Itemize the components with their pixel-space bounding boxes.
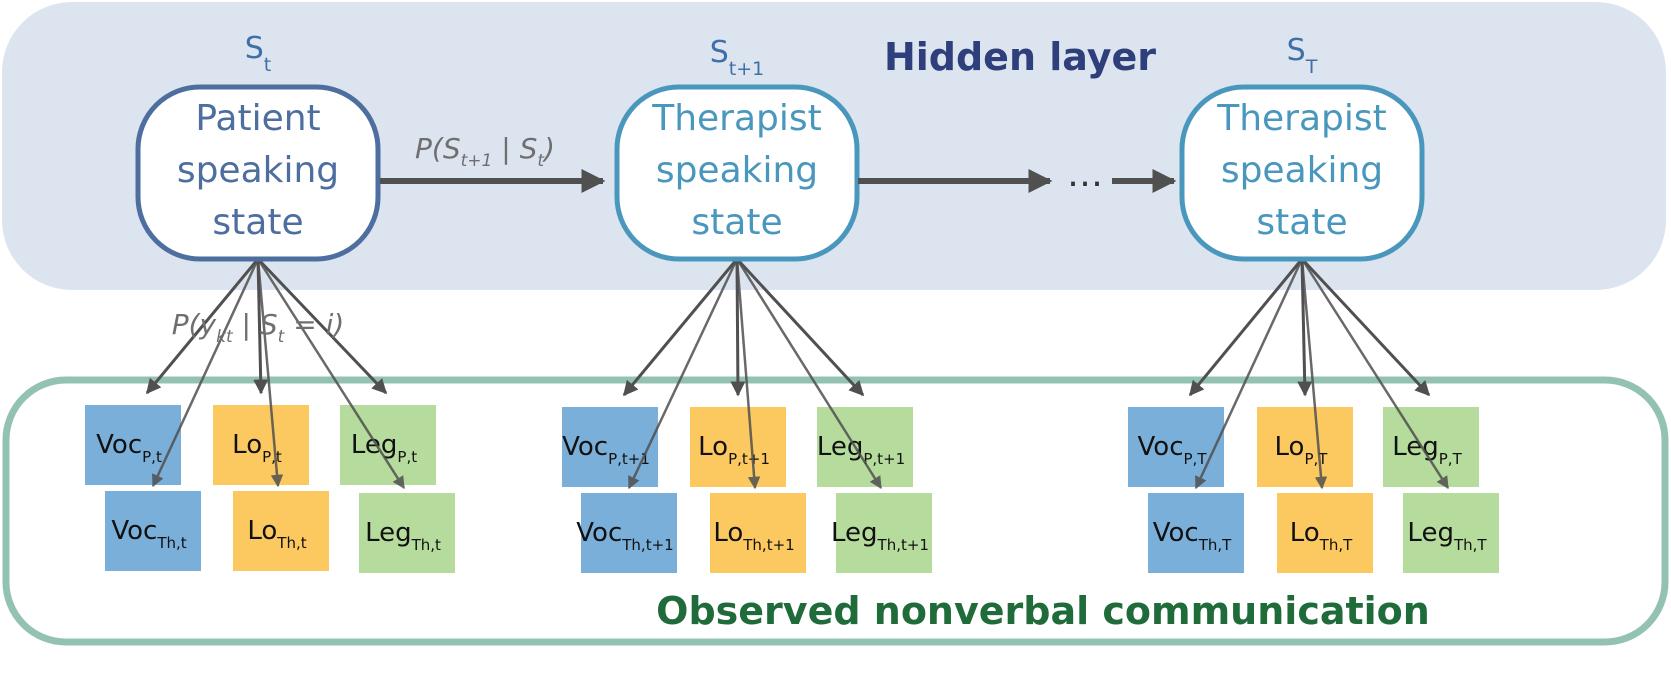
observed-layer-title: Observed nonverbal communication bbox=[656, 589, 1430, 633]
observation-label-0-2: LegP,t bbox=[351, 430, 417, 466]
emission-arrow-row2-1-2 bbox=[735, 258, 883, 490]
observation-label-1-2: LegP,t+1 bbox=[817, 432, 905, 468]
observation-box-voc-1-0 bbox=[562, 407, 658, 487]
emission-arrow-overlay bbox=[151, 258, 1450, 490]
emission-arrow-row2-2-2 bbox=[1300, 258, 1450, 490]
observation-label-0-1: LoP,t bbox=[232, 430, 282, 466]
observation-box-lo-0-1 bbox=[213, 405, 309, 485]
state-text-line-0-0: Patient bbox=[195, 98, 320, 139]
state-text-line-0-1: speaking bbox=[177, 150, 339, 191]
observation-label-2-4: LoTh,T bbox=[1290, 518, 1353, 554]
observation-label-0-0: VocP,t bbox=[96, 430, 162, 466]
state-text-line-2-2: state bbox=[1256, 202, 1347, 243]
observation-box-lo-2-1 bbox=[1257, 407, 1353, 487]
emission-arrow-0-2 bbox=[256, 257, 388, 395]
observation-label-1-1: LoP,t+1 bbox=[698, 432, 770, 468]
state-node-2 bbox=[1179, 84, 1425, 262]
observation-label-1-5: LegTh,t+1 bbox=[831, 518, 929, 554]
state-label-0: St bbox=[245, 31, 272, 76]
observation-label-0-4: LoTh,t bbox=[247, 516, 306, 552]
observation-box-leg-1-2 bbox=[817, 407, 913, 487]
emission-arrow-row2-0-1 bbox=[256, 258, 284, 488]
observation-box-leg-0-5 bbox=[359, 493, 455, 573]
emission-arrow-0-1 bbox=[253, 258, 269, 395]
state-label-1: St+1 bbox=[710, 35, 765, 80]
observation-label-2-0: VocP,T bbox=[1138, 432, 1208, 468]
observation-box-lo-1-1 bbox=[690, 407, 786, 487]
observation-box-lo-2-4 bbox=[1277, 493, 1373, 573]
emission-arrow-row2-0-0 bbox=[151, 258, 260, 488]
emission-arrow-2-1 bbox=[1297, 258, 1313, 397]
emission-arrow-row2-2-0 bbox=[1194, 258, 1304, 490]
observation-box-voc-0-3 bbox=[105, 491, 201, 571]
observation-box-voc-2-3 bbox=[1148, 493, 1244, 573]
observation-box-leg-2-5 bbox=[1403, 493, 1499, 573]
observation-label-1-3: VocTh,t+1 bbox=[576, 518, 673, 554]
observation-box-voc-0-0 bbox=[85, 405, 181, 485]
emission-arrow-2-2 bbox=[1300, 257, 1431, 397]
observation-box-leg-2-2 bbox=[1383, 407, 1479, 487]
emission-arrow-row2-2-1 bbox=[1300, 258, 1328, 490]
emission-arrow-row2-1-0 bbox=[627, 258, 739, 490]
state-text-line-2-0: Therapist bbox=[1216, 98, 1387, 139]
emission-arrows bbox=[145, 257, 1431, 397]
observation-box-voc-2-0 bbox=[1128, 407, 1224, 487]
emission-arrow-1-2 bbox=[735, 257, 865, 397]
state-text-line-1-2: state bbox=[691, 202, 782, 243]
ellipsis: … bbox=[1067, 154, 1103, 195]
observation-box-lo-0-4 bbox=[233, 491, 329, 571]
state-text-line-1-0: Therapist bbox=[651, 98, 822, 139]
observation-label-2-5: LegTh,T bbox=[1407, 518, 1487, 554]
observation-label-0-5: LegTh,t bbox=[365, 518, 441, 554]
observed-layer-outline bbox=[2, 376, 1669, 646]
state-node-0 bbox=[135, 84, 381, 262]
observation-box-voc-1-3 bbox=[581, 493, 677, 573]
observation-label-0-3: VocTh,t bbox=[111, 516, 186, 552]
state-text-line-1-1: speaking bbox=[656, 150, 818, 191]
emission-arrow-1-1 bbox=[730, 258, 746, 397]
transition-probability: P(St+1 | St) bbox=[415, 132, 555, 171]
emission-arrow-0-0 bbox=[145, 258, 260, 395]
observation-box-leg-1-5 bbox=[836, 493, 932, 573]
observation-box-lo-1-4 bbox=[710, 493, 806, 573]
observation-label-2-3: VocTh,T bbox=[1153, 518, 1232, 554]
hidden-layer-title: Hidden layer bbox=[884, 35, 1156, 79]
observation-box-leg-0-2 bbox=[340, 405, 436, 485]
emission-arrow-row2-0-2 bbox=[256, 258, 406, 490]
state-text-line-0-2: state bbox=[212, 202, 303, 243]
state-node-1 bbox=[614, 84, 860, 262]
observation-label-2-1: LoP,T bbox=[1275, 432, 1329, 468]
state-text-line-2-1: speaking bbox=[1221, 150, 1383, 191]
emission-arrow-1-0 bbox=[622, 258, 739, 397]
emission-arrow-2-0 bbox=[1188, 258, 1304, 397]
observation-label-1-4: LoTh,t+1 bbox=[713, 518, 794, 554]
emission-probability: P(ykt | St = i) bbox=[172, 308, 345, 347]
emission-arrow-row2-1-1 bbox=[735, 258, 761, 490]
observation-label-2-2: LegP,T bbox=[1392, 432, 1462, 468]
state-label-2: ST bbox=[1287, 33, 1318, 78]
